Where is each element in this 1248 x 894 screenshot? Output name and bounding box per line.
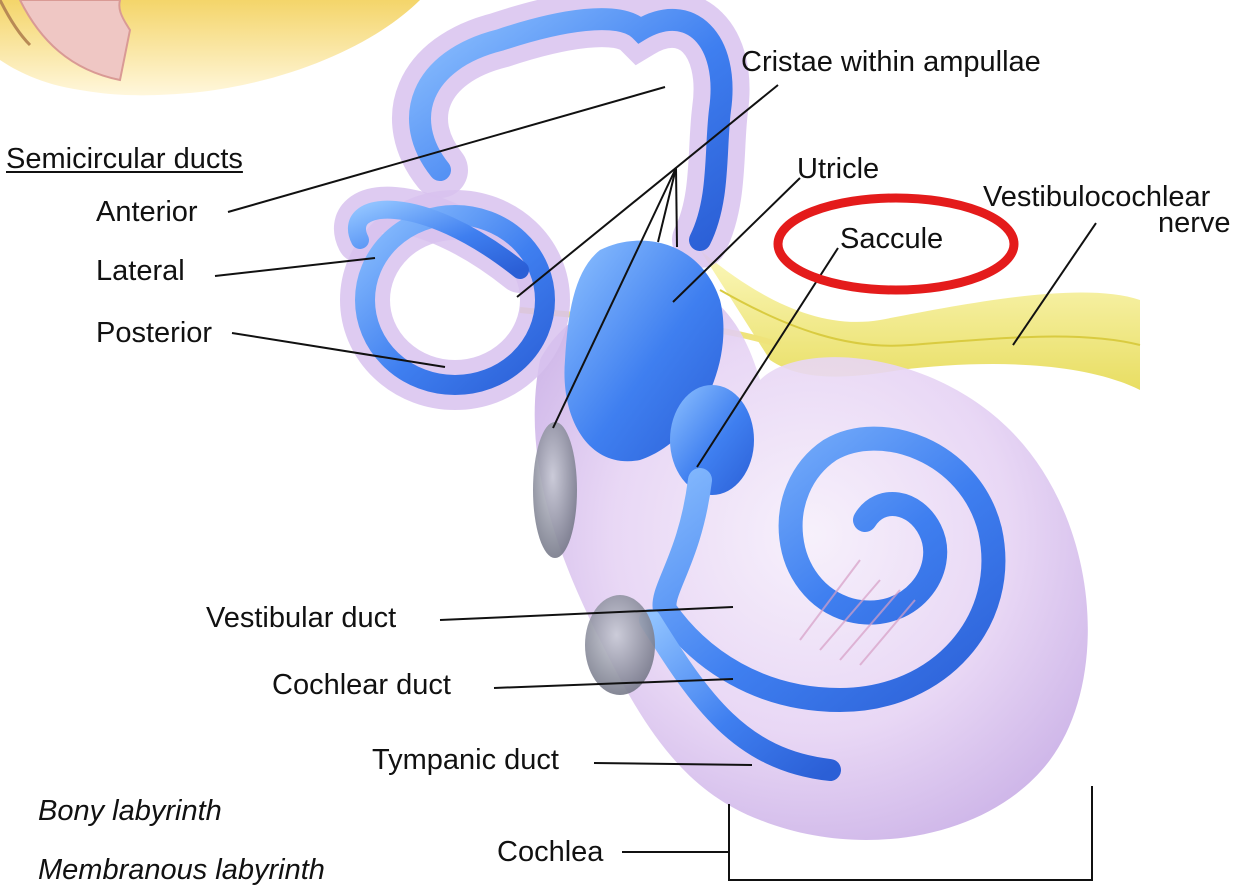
label-anterior: Anterior <box>96 195 198 229</box>
label-vestibular-duct: Vestibular duct <box>206 601 396 635</box>
label-cristae-within-ampullae: Cristae within ampullae <box>741 45 1041 79</box>
semicircular-ducts-heading: Semicircular ducts <box>6 142 243 176</box>
label-tympanic-duct: Tympanic duct <box>372 743 559 777</box>
label-lateral: Lateral <box>96 254 185 288</box>
label-utricle: Utricle <box>797 152 879 186</box>
label-saccule: Saccule <box>840 222 943 256</box>
legend-bony-labyrinth: Bony labyrinth <box>38 794 222 828</box>
label-posterior: Posterior <box>96 316 212 350</box>
label-nerve: nerve <box>1158 206 1231 240</box>
label-cochlear-duct: Cochlear duct <box>272 668 451 702</box>
label-cochlea: Cochlea <box>497 835 603 869</box>
temporal-bone-fragment <box>0 0 420 95</box>
legend-membranous-labyrinth: Membranous labyrinth <box>38 853 325 887</box>
